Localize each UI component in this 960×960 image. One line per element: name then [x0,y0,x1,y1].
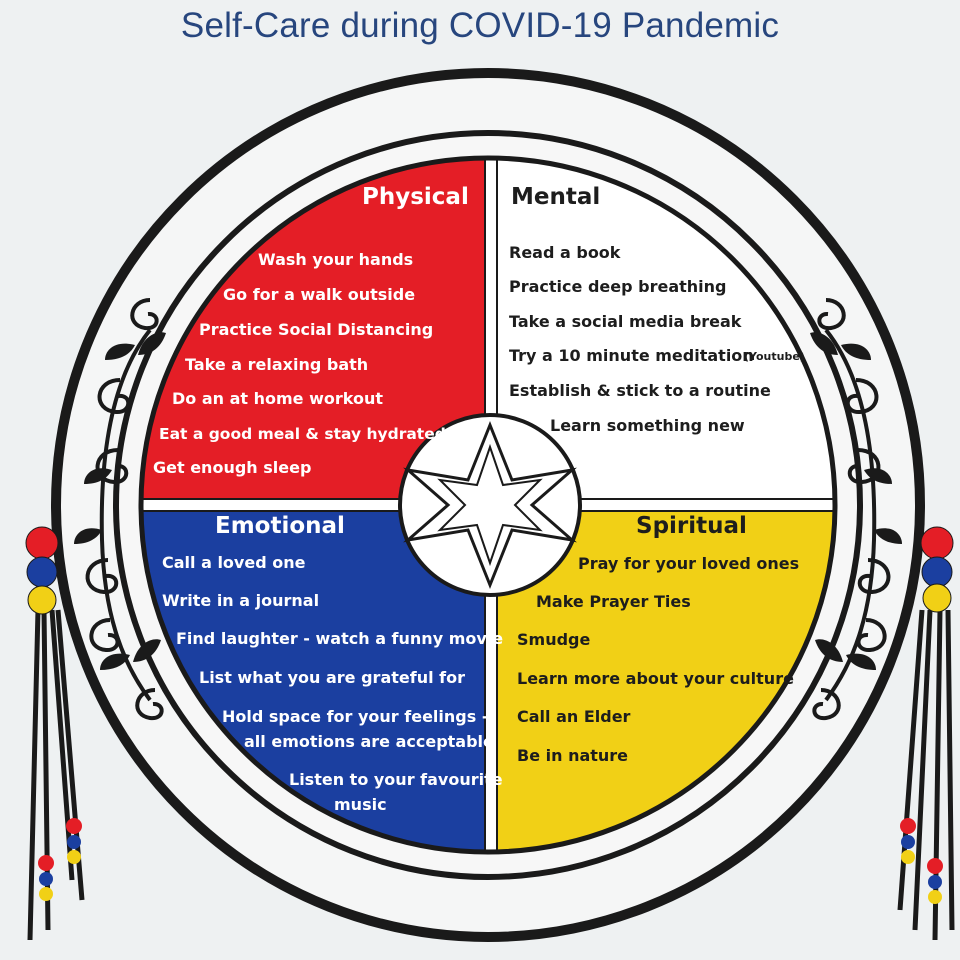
mental-item: Take a social media break [509,312,742,331]
page-title: Self-Care during COVID-19 Pandemic [180,6,780,45]
physical-item: Eat a good meal & stay hydrated [159,425,446,443]
physical-heading: Physical [362,184,469,210]
center-star-icon [403,420,577,590]
physical-item: Take a relaxing bath [185,355,369,374]
spiritual-item: Smudge [517,630,591,649]
spiritual-item: Pray for your loved ones [578,554,800,573]
emotional-item: music [334,795,387,814]
left-tassel-icon [25,526,85,941]
mental-item: Try a 10 minute meditation [509,346,754,365]
mental-item: Read a book [509,243,621,262]
physical-item: Do an at home workout [172,389,383,408]
spiritual-item: Be in nature [517,746,629,765]
spiritual-item: Make Prayer Ties [536,592,691,611]
mental-item: Practice deep breathing [509,277,727,296]
mental-item: Establish & stick to a routine [509,381,771,400]
emotional-heading: Emotional [215,513,345,539]
emotional-item: Call a loved one [162,553,306,572]
spiritual-item: Call an Elder [517,707,631,726]
left-leaf-icons [74,332,166,670]
emotional-item: all emotions are acceptable [244,732,494,751]
emotional-item: List what you are grateful for [199,668,465,687]
mental-heading: Mental [511,184,601,210]
physical-item: Go for a walk outside [223,285,416,304]
spiritual-item: Learn more about your culture [517,669,794,688]
physical-item: Get enough sleep [153,458,312,477]
center-star-inner [437,443,543,567]
wheel-border [138,155,838,855]
physical-item: Wash your hands [258,250,414,269]
right-tassel-icon [897,526,955,941]
emotional-item: Listen to your favourite [289,770,503,789]
spiritual-heading: Spiritual [636,513,747,539]
mental-note: (Youtube) [744,350,805,363]
mental-item: Learn something new [550,416,745,435]
physical-item: Practice Social Distancing [199,320,434,339]
right-leaf-icons [810,332,902,670]
emotional-item: Write in a journal [162,591,320,610]
emotional-item: Find laughter - watch a funny movie [176,629,504,648]
emotional-item: Hold space for your feelings - [222,707,489,726]
